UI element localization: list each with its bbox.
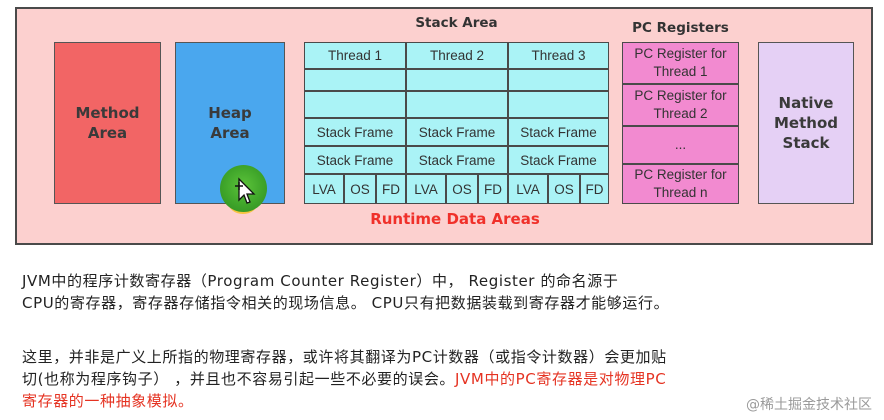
stack-frame: Stack Frame [304, 146, 406, 174]
stack-frame: Stack Frame [508, 146, 609, 174]
os-cell: OS [446, 174, 478, 204]
paragraph-2-highlight-text: JVM中的PC寄存器是对物理PC [455, 370, 667, 388]
pc-register-thread-2: PC Register for Thread 2 [622, 84, 739, 126]
stack-empty-slot [508, 91, 609, 118]
lva-cell: LVA [508, 174, 548, 204]
stack-empty-slot [304, 91, 406, 118]
thread-2-header: Thread 2 [406, 42, 508, 69]
thread-3-header: Thread 3 [508, 42, 609, 69]
stack-area-title: Stack Area [415, 15, 498, 31]
stack-frame: Stack Frame [406, 146, 508, 174]
os-cell: OS [548, 174, 580, 204]
fd-cell: FD [580, 174, 609, 204]
stack-frame: Stack Frame [406, 118, 508, 146]
fd-cell: FD [376, 174, 406, 204]
stack-frame: Stack Frame [304, 118, 406, 146]
stack-empty-slot [406, 69, 508, 91]
thread-1-header: Thread 1 [304, 42, 406, 69]
paragraph-2-line-1: 这里，并非是广义上所指的物理寄存器，或许将其翻译为PC计数器（或指令计数器）会更… [22, 348, 667, 366]
pc-register-thread-1: PC Register for Thread 1 [622, 42, 739, 84]
native-method-stack-box: Native Method Stack [758, 42, 854, 204]
os-cell: OS [344, 174, 376, 204]
pc-registers-title: PC Registers [632, 20, 729, 36]
watermark: @稀土掘金技术社区 [746, 397, 872, 413]
stack-empty-slot [406, 91, 508, 118]
paragraph-1-line-2: CPU的寄存器，寄存器存储指令相关的现场信息。 CPU只有把数据装载到寄存器才能… [22, 294, 670, 312]
pc-register-thread-n: PC Register for Thread n [622, 164, 739, 204]
stack-empty-slot [304, 69, 406, 91]
method-area-box: Method Area [54, 42, 161, 204]
stack-frame: Stack Frame [508, 118, 609, 146]
mouse-pointer-icon [235, 177, 256, 204]
paragraph-1-line-1: JVM中的程序计数寄存器（Program Counter Register）中，… [22, 272, 619, 290]
paragraph-2-normal-text: 切(也称为程序钩子） ，并且也不容易引起一些不必要的误会。 [22, 370, 456, 388]
lva-cell: LVA [406, 174, 446, 204]
paragraph-2-line-2: 切(也称为程序钩子） ，并且也不容易引起一些不必要的误会。JVM中的PC寄存器是… [22, 368, 872, 390]
fd-cell: FD [478, 174, 508, 204]
runtime-data-areas-label: Runtime Data Areas [370, 210, 540, 228]
pc-register-ellipsis: ... [622, 126, 739, 164]
lva-cell: LVA [304, 174, 344, 204]
stack-empty-slot [508, 69, 609, 91]
paragraph-2-line-3: 寄存器的一种抽象模拟。 [22, 392, 194, 410]
